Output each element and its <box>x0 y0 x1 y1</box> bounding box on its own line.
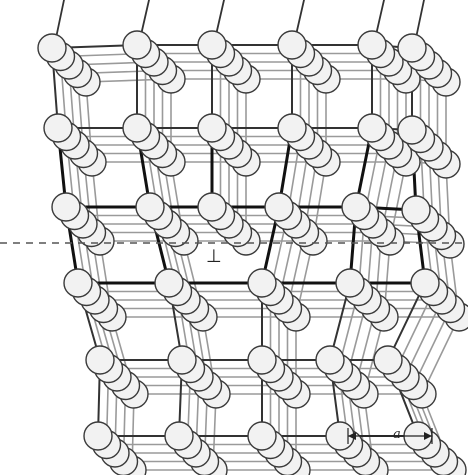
front-atom <box>168 346 196 374</box>
front-atom <box>411 269 439 297</box>
top-stub-bond <box>376 0 384 35</box>
front-atom <box>336 269 364 297</box>
front-atom <box>374 346 402 374</box>
front-atom <box>84 422 112 450</box>
top-stub-bond <box>416 0 424 38</box>
dislocation-symbol: ⊥ <box>206 246 222 267</box>
top-stub-bond <box>296 0 304 35</box>
front-atom <box>198 193 226 221</box>
front-atom <box>38 34 66 62</box>
front-atom <box>316 346 344 374</box>
front-atom <box>402 196 430 224</box>
atom-layer <box>38 31 468 475</box>
front-atom <box>64 269 92 297</box>
front-atom <box>248 269 276 297</box>
front-atom <box>398 116 426 144</box>
front-atom <box>86 346 114 374</box>
front-atom <box>398 34 426 62</box>
back-bonds <box>61 54 460 471</box>
top-stub-bond <box>56 0 64 38</box>
top-stub-bond <box>216 0 224 35</box>
front-atom <box>44 114 72 142</box>
front-atom <box>358 114 386 142</box>
front-atom <box>265 193 293 221</box>
front-atom <box>278 114 306 142</box>
front-atom <box>198 114 226 142</box>
front-atom <box>248 422 276 450</box>
front-atom <box>358 31 386 59</box>
front-atom <box>52 193 80 221</box>
top-stub-bond <box>141 0 149 35</box>
front-atom <box>278 31 306 59</box>
front-atom <box>136 193 164 221</box>
lattice-parameter-label: a <box>393 427 401 442</box>
front-atom <box>123 31 151 59</box>
front-atom <box>123 114 151 142</box>
front-atom <box>342 193 370 221</box>
front-atom <box>155 269 183 297</box>
front-atom <box>165 422 193 450</box>
front-atom <box>248 346 276 374</box>
front-atom <box>198 31 226 59</box>
